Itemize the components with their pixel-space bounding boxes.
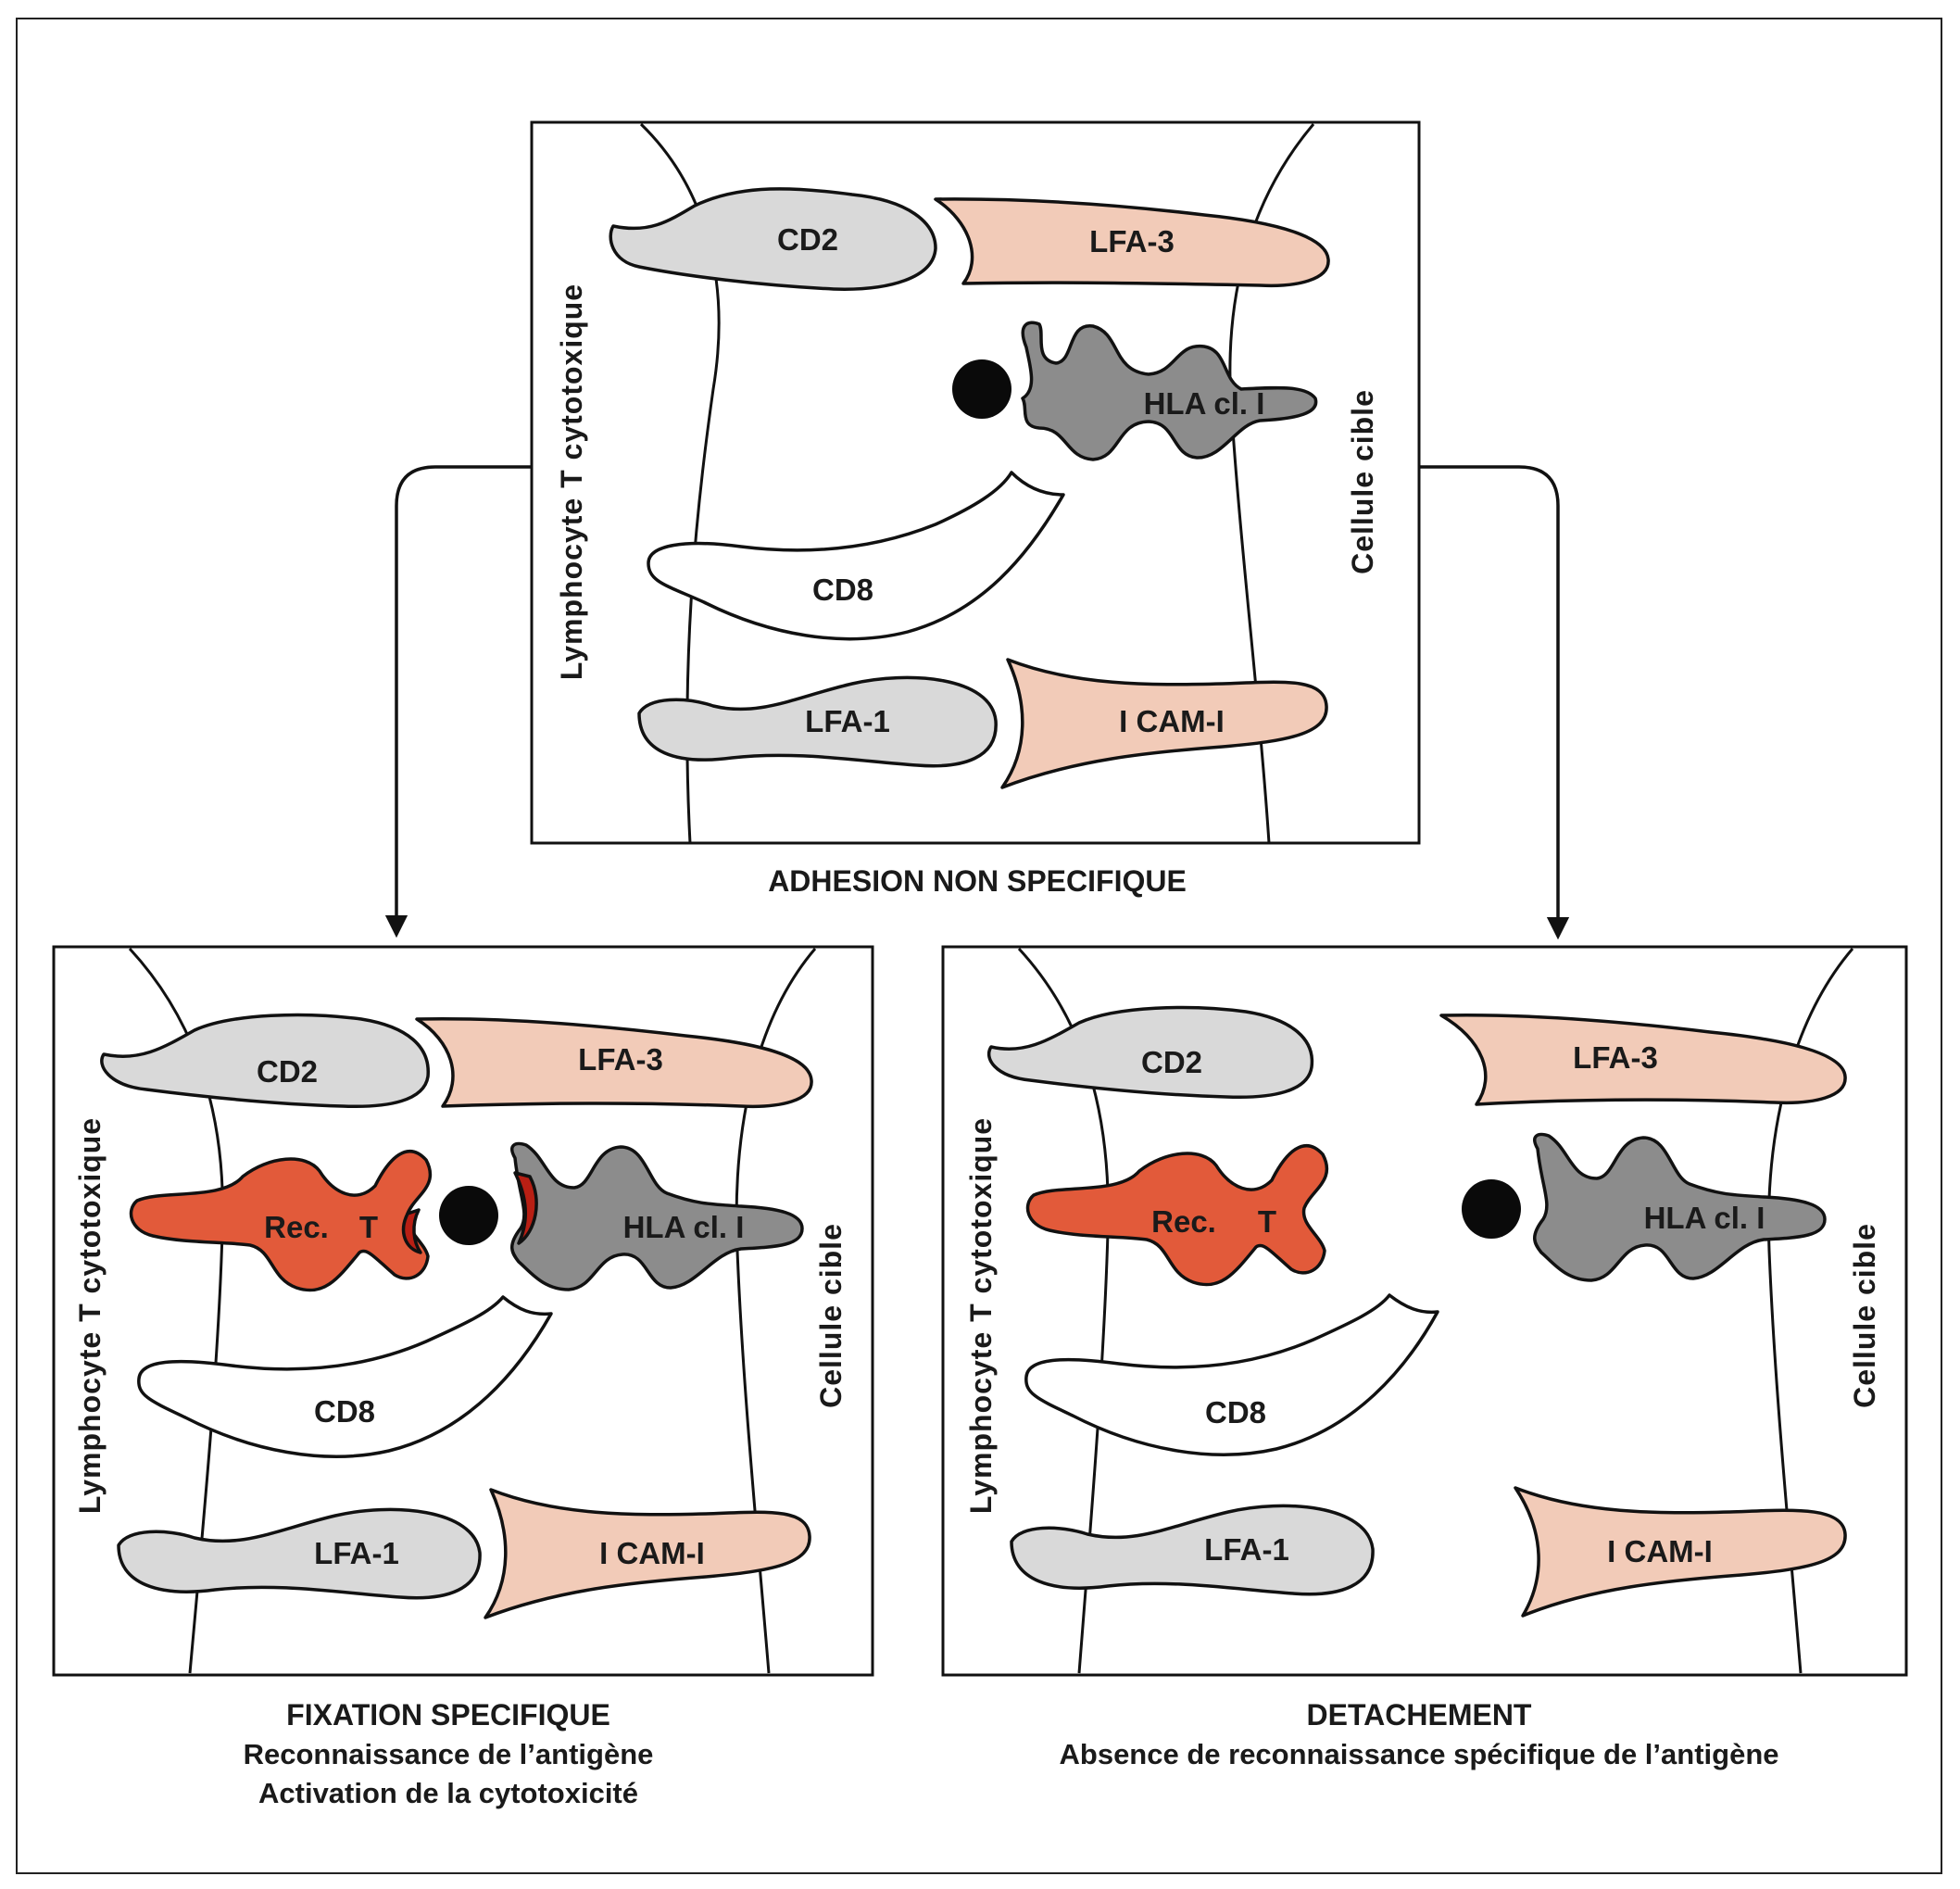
panel-frame — [941, 945, 1908, 1677]
lfa3-molecule — [934, 197, 1330, 288]
hla-label: HLA cl. I — [623, 1210, 745, 1244]
cd8-molecule — [137, 1295, 553, 1458]
t-receptor-label-a: Rec. — [264, 1210, 329, 1244]
hla-molecule — [1533, 1132, 1827, 1282]
t-receptor-molecule — [1025, 1143, 1329, 1287]
caption-detachement-line1: DETACHEMENT — [1307, 1698, 1532, 1732]
lfa1-label: LFA-1 — [314, 1536, 399, 1570]
target-cell-label: Cellule cible — [1346, 389, 1379, 574]
icam-molecule — [1000, 658, 1328, 789]
outer-frame — [16, 18, 1942, 1874]
cd2-molecule — [609, 187, 937, 291]
target-cell-label: Cellule cible — [814, 1223, 848, 1408]
lymphocyte-label: Lymphocyte T cytotoxique — [964, 1117, 998, 1514]
cd8-label: CD8 — [812, 573, 873, 607]
t-receptor-molecule — [129, 1149, 433, 1292]
lfa3-molecule — [1439, 1013, 1847, 1106]
panel-adhesion: CD2 LFA-3 HLA cl. I CD8 LFA-1 I CAM-I Ly… — [530, 120, 1421, 898]
hla-molecule — [510, 1141, 804, 1291]
t-receptor-label-b: T — [359, 1210, 378, 1244]
hla-molecule — [1021, 321, 1318, 461]
t-receptor-binding-site — [401, 1208, 422, 1254]
icam-molecule — [1514, 1486, 1847, 1618]
panel-fixation: CD2 LFA-3 Rec. T HLA cl. I CD8 LFA-1 I C… — [52, 945, 874, 1809]
panel-detachement: CD2 LFA-3 Rec. T HLA cl. I CD8 LFA-1 I C… — [941, 945, 1908, 1770]
cd2-molecule — [100, 1013, 430, 1109]
arrow-to-detachement — [1419, 465, 1570, 940]
panel-frame — [52, 945, 874, 1677]
cd8-molecule — [647, 471, 1065, 641]
lfa3-label: LFA-3 — [1573, 1040, 1658, 1075]
caption-fixation-line3: Activation de la cytotoxicité — [258, 1777, 638, 1809]
target-cell-label: Cellule cible — [1848, 1223, 1881, 1408]
t-receptor-label-b: T — [1258, 1204, 1276, 1239]
antigen-dot — [1462, 1179, 1521, 1239]
cd2-label: CD2 — [777, 222, 838, 257]
t-receptor-label-a: Rec. — [1151, 1204, 1216, 1239]
panel-frame — [530, 120, 1421, 845]
lfa1-label: LFA-1 — [1204, 1532, 1289, 1567]
cd2-molecule — [986, 1005, 1314, 1100]
icam-label: I CAM-I — [1607, 1534, 1713, 1568]
lfa1-molecule — [637, 675, 998, 768]
lfa1-label: LFA-1 — [805, 704, 890, 738]
caption-detachement-line2: Absence de reconnaissance spécifique de … — [1060, 1738, 1779, 1770]
cd8-label: CD8 — [1205, 1395, 1266, 1429]
caption-adhesion: ADHESION NON SPECIFIQUE — [768, 864, 1187, 898]
icam-label: I CAM-I — [599, 1536, 705, 1570]
antigen-dot — [439, 1186, 498, 1245]
arrow-to-fixation — [384, 465, 532, 938]
cd8-label: CD8 — [314, 1394, 375, 1429]
lfa1-molecule — [117, 1507, 482, 1600]
lfa3-label: LFA-3 — [1089, 224, 1175, 258]
icam-label: I CAM-I — [1119, 704, 1225, 738]
caption-fixation-line1: FIXATION SPECIFIQUE — [286, 1698, 610, 1732]
lymphocyte-label: Lymphocyte T cytotoxique — [555, 283, 588, 680]
antigen-dot — [952, 359, 1011, 419]
cd2-label: CD2 — [257, 1054, 318, 1089]
hla-label: HLA cl. I — [1644, 1201, 1765, 1235]
lfa3-label: LFA-3 — [578, 1042, 663, 1077]
lymphocyte-label: Lymphocyte T cytotoxique — [73, 1117, 107, 1514]
lfa1-molecule — [1010, 1504, 1375, 1596]
hla-label: HLA cl. I — [1144, 386, 1265, 421]
hla-binding-site — [513, 1171, 538, 1245]
cd2-label: CD2 — [1141, 1045, 1202, 1079]
icam-molecule — [484, 1488, 811, 1619]
lfa3-molecule — [415, 1016, 813, 1109]
caption-fixation-line2: Reconnaissance de l’antigène — [244, 1738, 654, 1770]
cd8-molecule — [1024, 1293, 1439, 1456]
